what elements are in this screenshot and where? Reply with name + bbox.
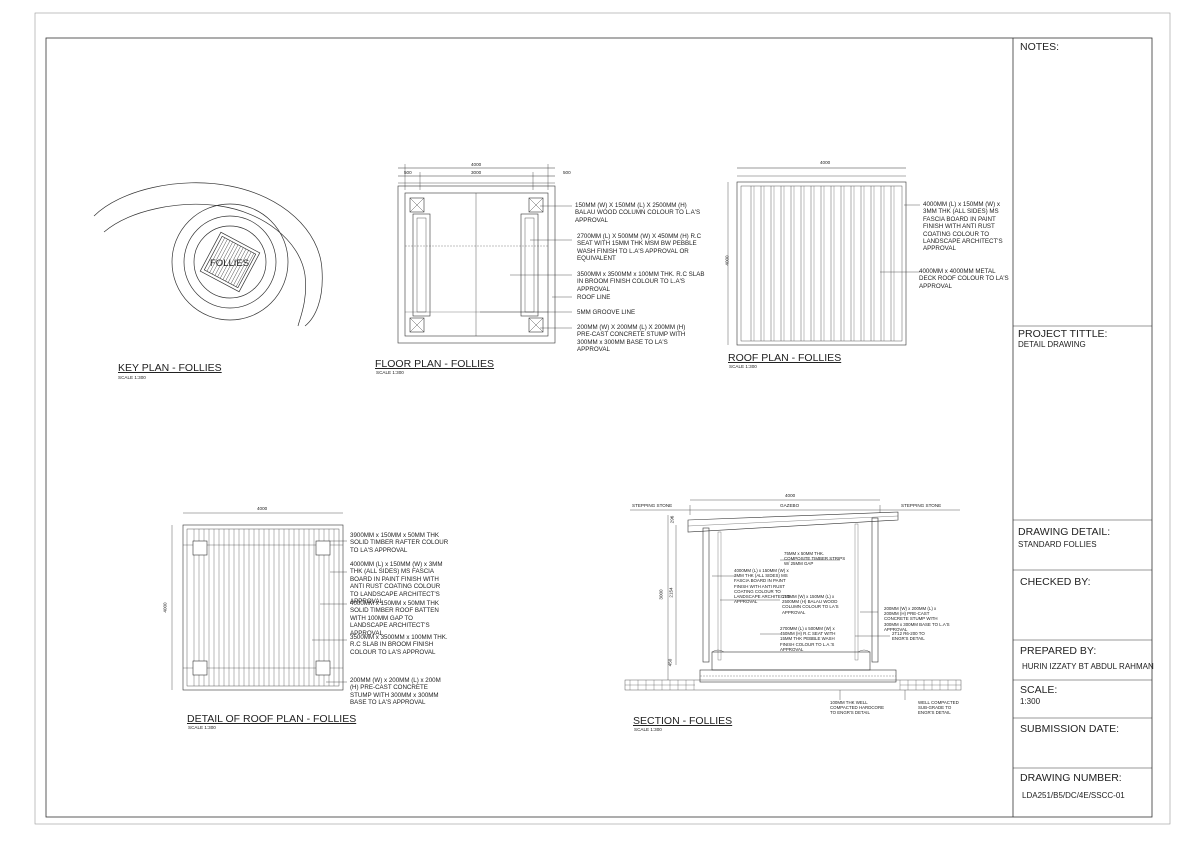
floor-dim-left: 500 [404,170,412,175]
floor-dim-right: 500 [563,170,571,175]
floor-dim-mid: 3000 [471,170,482,175]
prepared-by-label: PREPARED BY: [1020,645,1097,657]
roof-note-deck: 4000MM x 4000MM METAL DECK ROOF COLOUR T… [919,268,1009,290]
section-scale: SCALE 1:300 [634,727,662,732]
roof-dim-w: 4000 [820,160,831,165]
section-dim-top: 296 [669,515,675,524]
detail-note-slab: 3500MM x 3500MM x 100MM THK. R.C SLAB IN… [350,634,448,656]
section-dim-total: 3000 [658,589,664,600]
floor-note-roof-line: ROOF LINE [577,294,611,301]
section-note-fascia: 4000MM (L) x 150MM (W) x 3MM THK (ALL SI… [734,568,791,605]
roof-plan-title: ROOF PLAN - FOLLIES [728,352,842,364]
section-title: SECTION - FOLLIES [633,715,733,727]
detail-roof-title: DETAIL OF ROOF PLAN - FOLLIES [187,713,357,725]
floor-plan-drawing [397,164,572,344]
floor-dim-overall: 4000 [471,162,482,167]
project-title-label: PROJECT TITTLE: [1018,328,1108,340]
scale-label: SCALE: [1020,684,1058,696]
section-note-hardcore: 100MM THK WELL COMPACTED HARDCORE TO ENG… [830,700,885,716]
section-note-strips: 75MM x 50MM THK. COMPOSITE TIMBER STRIPS… [784,551,846,567]
detail-roof-plan-drawing [171,512,347,691]
section-note-seat: 2700MM (L) x 500MM (W) x 450MM (H) R.C S… [780,626,836,652]
checked-by-label: CHECKED BY: [1020,576,1091,588]
drawing-number-value: LDA251/B5/DC/4E/SSCC-01 [1022,791,1125,800]
roof-dim-h: 4000 [724,255,730,266]
roof-plan-drawing [727,167,920,346]
detail-note-batten: 4000MM x 150MM x 50MM THK SOLID TIMBER R… [350,600,439,637]
notes-label: NOTES: [1020,41,1060,53]
key-plan-scale: SCALE 1:300 [118,375,146,380]
detail-dim-h: 4000 [162,602,168,613]
key-plan-drawing [93,182,323,327]
detail-note-rafter: 3900MM x 150MM x 50MM THK SOLID TIMBER R… [350,532,449,554]
section-dim-w: 4000 [785,493,796,498]
scale-value: 1:300 [1020,697,1041,706]
section-label-left: STEPPING STONE [632,503,673,508]
detail-note-stump: 200MM (W) x 200MM (L) x 200M (H) PRE-CAS… [350,677,441,707]
floor-note-stump: 200MM (W) X 200MM (L) X 200MM (H) PRE-CA… [577,324,686,354]
section-drawing [624,499,962,700]
inner-border [45,37,1153,818]
floor-plan-scale: SCALE 1:300 [376,370,404,375]
detail-dim-w: 4000 [257,506,268,511]
section-note-column: 150MM (W) x 150MM (L) x 2500MM (H) BALAU… [782,594,839,615]
section-dim-col: 2154 [668,587,674,598]
section-note-stump: 200MM (W) x 200MM (L) x 200MM (H) PRE-CA… [884,606,950,632]
detail-note-fascia: 4000MM (L) x 150MM (W) x 3MM THK (ALL SI… [350,561,443,606]
key-plan-follies-label: FOLLIES [210,258,250,269]
floor-note-slab: 3500MM x 3500MM x 100MM THK. R.C SLAB IN… [577,271,705,293]
floor-note-column: 150MM (W) X 150MM (L) X 2500MM (H) BALAU… [575,202,701,224]
drawing-detail-label: DRAWING DETAIL: [1018,526,1111,538]
detail-roof-scale: SCALE 1:300 [188,725,216,730]
section-label-right: STEPPING STONE [901,503,942,508]
drawing-number-label: DRAWING NUMBER: [1020,772,1122,784]
section-note-subgrade: WELL COMPACTED SUB-GRADE TO ENGR'S DETAI… [918,700,959,716]
section-label-mid: GAZEBO [780,503,800,508]
floor-note-seat: 2700MM (L) X 500MM (W) X 450MM (H) R.C S… [577,233,702,263]
roof-plan-scale: SCALE 1:300 [729,364,757,369]
prepared-by-value: HURIN IZZATY BT ABDUL RAHMAN [1022,662,1154,671]
section-dim-seat: 450 [667,658,673,667]
key-plan-title: KEY PLAN - FOLLIES [118,362,222,374]
roof-note-fascia: 4000MM (L) x 150MM (W) x 3MM THK (ALL SI… [923,201,1003,253]
project-title-value: DETAIL DRAWING [1018,340,1086,349]
drawing-detail-value: STANDARD FOLLIES [1018,540,1097,549]
outer-border [34,12,1171,825]
floor-plan-title: FLOOR PLAN - FOLLIES [375,358,495,370]
submission-date-label: SUBMISSION DATE: [1020,723,1119,735]
section-note-rebar: 2T12 R6-200 TO ENGR'S DETAIL [892,631,925,642]
floor-note-groove: 5MM GROOVE LINE [577,309,636,316]
